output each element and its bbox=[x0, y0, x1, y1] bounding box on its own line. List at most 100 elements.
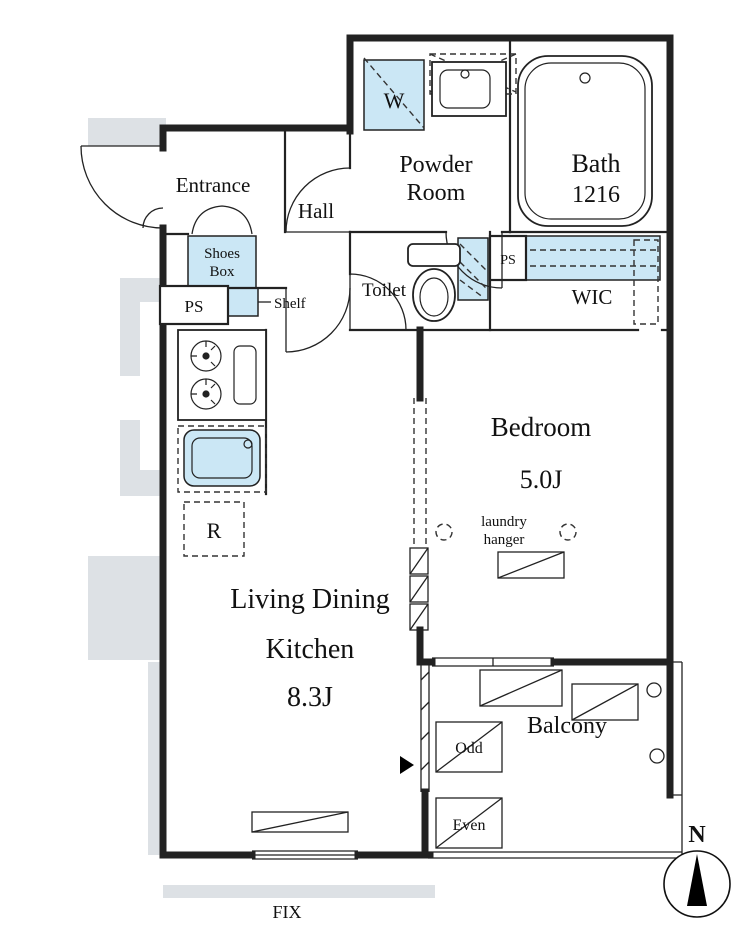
wall-block-left-upper bbox=[120, 278, 160, 376]
fridge-label: R bbox=[207, 518, 222, 543]
balcony-area bbox=[428, 661, 683, 859]
odd-floor-box bbox=[435, 721, 503, 773]
north-label: N bbox=[688, 822, 706, 848]
washroom-door bbox=[445, 231, 503, 289]
wic-folding-door bbox=[633, 239, 659, 325]
concrete-walls bbox=[88, 118, 435, 898]
entrance-door-child bbox=[142, 207, 164, 229]
ldk-low-window bbox=[251, 811, 349, 833]
hall-label: Hall bbox=[298, 199, 334, 223]
sliding-partition bbox=[400, 398, 429, 774]
bedroom-counter-diagonal bbox=[497, 551, 565, 579]
laundry-hanger-label-2: hanger bbox=[484, 532, 525, 548]
ldk-low-window-diagonal bbox=[251, 811, 349, 833]
bath-label: Bath bbox=[571, 149, 620, 178]
partition-panels bbox=[409, 547, 429, 631]
shoes-box-label-1: Shoes bbox=[204, 246, 240, 262]
shoes-box bbox=[187, 235, 257, 289]
shoes-box-label-2: Box bbox=[209, 264, 235, 280]
bath-size-label: 1216 bbox=[572, 182, 620, 208]
toilet-fixture bbox=[407, 243, 461, 322]
bedroom-label: Bedroom bbox=[491, 412, 592, 442]
wic-label: WIC bbox=[572, 285, 613, 309]
stove bbox=[177, 329, 267, 421]
odd-label: Odd bbox=[455, 740, 483, 757]
wic-closet bbox=[525, 235, 661, 281]
toilet-bowl bbox=[412, 268, 456, 322]
powder-room-label-2: Room bbox=[407, 180, 466, 206]
interior-walls bbox=[158, 36, 672, 496]
bedroom-items bbox=[251, 551, 565, 833]
ps-hall-label: PS bbox=[185, 297, 204, 316]
wall-strip-bottom-left bbox=[148, 662, 163, 855]
stove-burners bbox=[190, 340, 257, 410]
bath-drain bbox=[579, 72, 591, 84]
balcony-drain-bottom bbox=[649, 748, 665, 764]
compass bbox=[663, 850, 731, 918]
labels: Entrance Hall Powder Room Bath 1216 W To… bbox=[176, 88, 707, 922]
laundry-hook-left bbox=[435, 523, 453, 541]
ldk-balcony-door bbox=[420, 662, 430, 792]
fix-label: FIX bbox=[272, 902, 301, 922]
ps-hall-shaft bbox=[158, 284, 230, 326]
balcony-drain-top bbox=[646, 682, 662, 698]
toilet-counter bbox=[457, 237, 489, 301]
ps-wic-shaft bbox=[488, 234, 528, 282]
ldk-size-label: 8.3J bbox=[287, 682, 333, 713]
windows bbox=[252, 657, 554, 860]
overhead-cabinet bbox=[429, 53, 517, 95]
wic-hanger-pipe bbox=[530, 249, 656, 267]
toilet-tank bbox=[407, 243, 461, 267]
toilet-label: Toilet bbox=[362, 280, 407, 301]
toilet-seat bbox=[419, 277, 449, 317]
bathroom bbox=[517, 55, 653, 227]
sink-counter-outline bbox=[177, 425, 267, 493]
bedroom-counter bbox=[497, 551, 565, 579]
overhead-cabinet-diagonals bbox=[429, 53, 517, 93]
shelf-label: Shelf bbox=[274, 296, 306, 312]
wall-block-entrance bbox=[88, 118, 166, 146]
shelf-unit bbox=[227, 287, 259, 317]
wall-block-left-lower bbox=[88, 556, 163, 660]
kitchen-sink bbox=[183, 429, 261, 487]
toilet-counter-hatch bbox=[459, 243, 487, 299]
ldk-label-1: Living Dining bbox=[230, 584, 389, 615]
powder-room-door bbox=[285, 167, 351, 233]
sink-basin bbox=[191, 437, 253, 479]
laundry-hook-right bbox=[559, 523, 577, 541]
powder-room-label-1: Powder bbox=[399, 152, 472, 178]
entrance-label: Entrance bbox=[176, 173, 251, 197]
balcony-items bbox=[435, 669, 665, 849]
balcony-boundary bbox=[428, 661, 683, 859]
entrance-door bbox=[80, 145, 164, 229]
bathtub-inner bbox=[524, 62, 646, 220]
sink-faucet bbox=[243, 439, 253, 449]
shoes-box-doors bbox=[191, 205, 253, 235]
ps-wic-label: PS bbox=[500, 253, 516, 268]
bedroom-balcony-window bbox=[432, 657, 554, 667]
powder-fixtures bbox=[431, 61, 507, 117]
bathtub bbox=[517, 55, 653, 227]
washer-label: W bbox=[384, 88, 405, 113]
toilet-door bbox=[349, 273, 407, 331]
door-direction-marker bbox=[400, 756, 414, 774]
even-label: Even bbox=[453, 817, 486, 834]
dashed-details bbox=[177, 53, 659, 557]
balcony-label: Balcony bbox=[527, 713, 607, 739]
fridge-space bbox=[183, 501, 245, 557]
wall-strip-bottom bbox=[163, 885, 435, 898]
bedroom-size-label: 5.0J bbox=[520, 465, 563, 494]
wall-block-left-mid bbox=[120, 420, 160, 496]
ldk-balcony-door-hatch bbox=[420, 671, 430, 771]
highlight-areas bbox=[183, 59, 661, 487]
compass-needle bbox=[687, 854, 707, 906]
kitchen-fixtures bbox=[177, 329, 267, 479]
hall-ldk-door bbox=[285, 287, 351, 353]
washer-space bbox=[363, 59, 425, 131]
fix-window bbox=[252, 850, 358, 860]
vanity-faucet bbox=[460, 69, 470, 79]
laundry-hanger-label-1: laundry bbox=[481, 514, 527, 530]
even-floor-box bbox=[435, 797, 503, 849]
